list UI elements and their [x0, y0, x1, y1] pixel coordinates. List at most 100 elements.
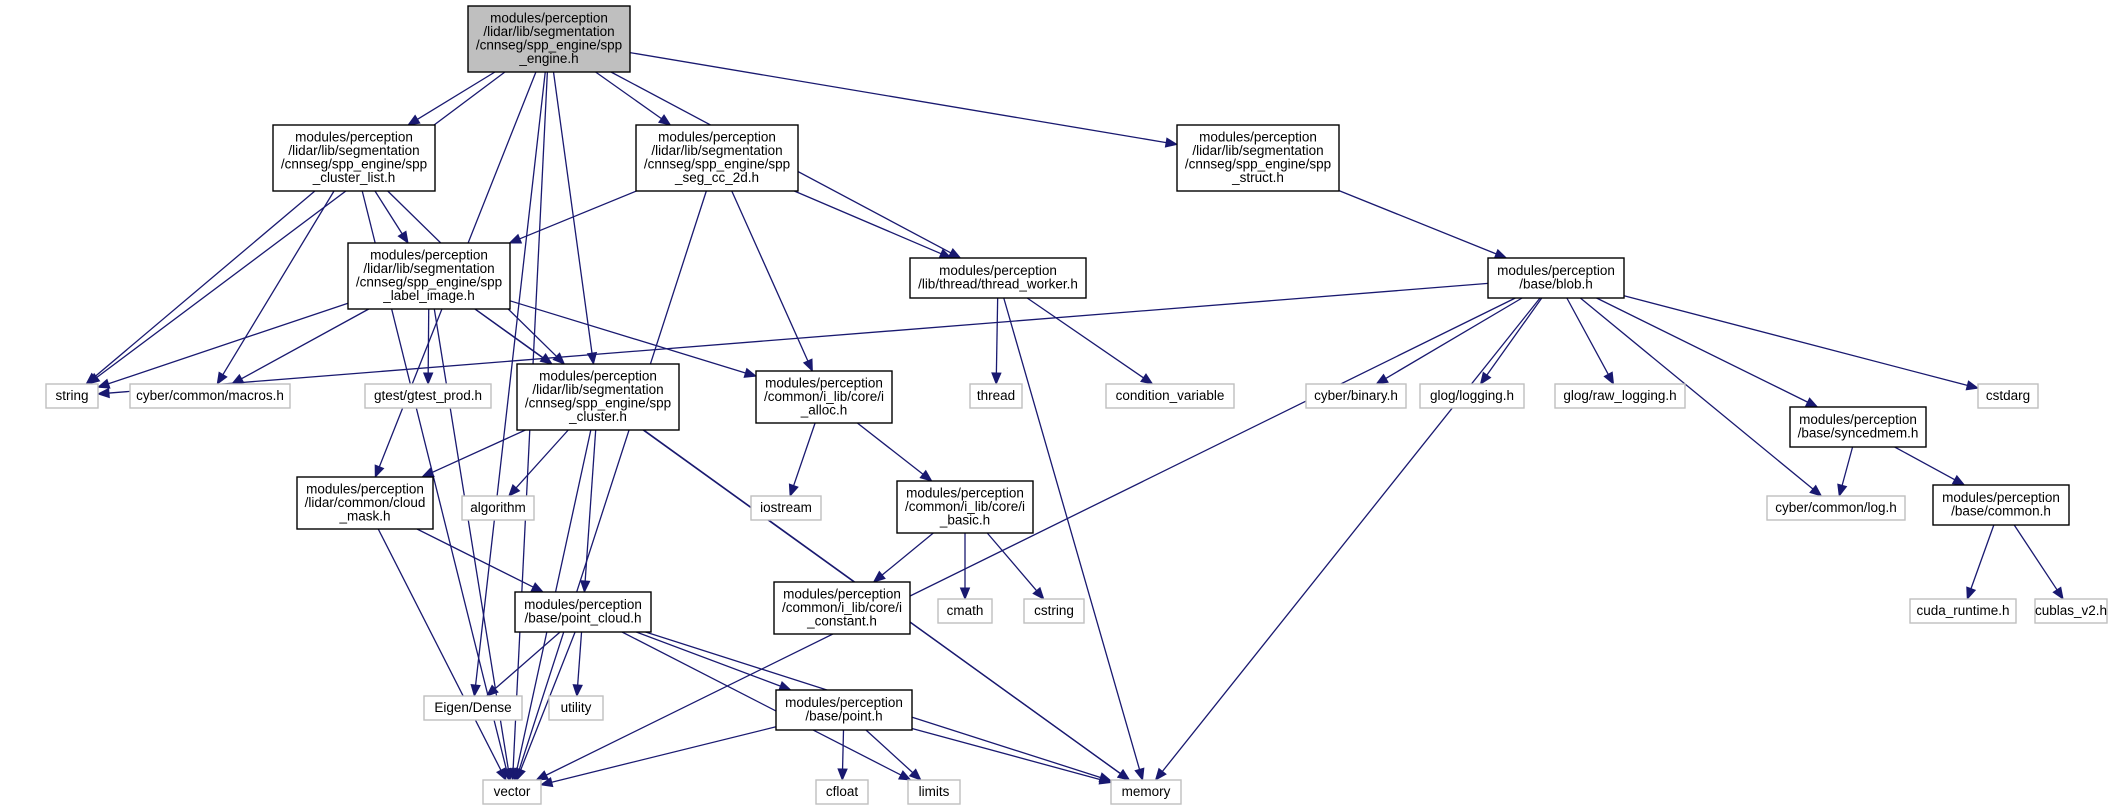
node-label-line: modules/perception: [370, 248, 488, 263]
node-i_constant[interactable]: modules/perception/common/i_lib/core/i_c…: [773, 581, 911, 635]
edge-syncedmem-to-cyber_log: [1837, 446, 1854, 498]
node-box: [909, 257, 1087, 299]
node-eigen_dense: Eigen/Dense: [423, 695, 523, 721]
edge-arrowhead: [657, 114, 672, 126]
node-label-line: algorithm: [470, 500, 526, 515]
edge-arrowhead: [1837, 483, 1848, 498]
edge-arrowhead: [1804, 397, 1819, 408]
edge-blob-to-glog_raw_logging: [1566, 297, 1615, 386]
node-label-line: /common/i_lib/core/i: [905, 499, 1025, 514]
node-spp_engine[interactable]: modules/perception/lidar/lib/segmentatio…: [467, 5, 631, 73]
edge-arrowhead: [579, 580, 591, 594]
edge-arrowhead: [1134, 767, 1145, 782]
edge-line: [1161, 297, 1541, 772]
node-label-line: /cnnseg/spp_engine/spp: [644, 157, 790, 172]
edge-blob-to-glog_logging: [1479, 297, 1543, 386]
node-box: [775, 689, 913, 731]
node-macros: cyber/common/macros.h: [129, 383, 291, 409]
node-label-line: cuda_runtime.h: [1916, 603, 2009, 618]
node-label-line: /cnnseg/spp_engine/spp: [356, 275, 502, 290]
edge-line: [222, 190, 335, 375]
node-i_basic[interactable]: modules/perception/common/i_lib/core/i_b…: [896, 480, 1034, 534]
node-box: [296, 476, 434, 530]
edge-line: [1841, 446, 1854, 486]
node-base_common[interactable]: modules/perception/base/common.h: [1932, 484, 2070, 526]
edge-line: [520, 631, 576, 771]
node-syncedmem[interactable]: modules/perception/base/syncedmem.h: [1789, 406, 1927, 448]
edge-arrowhead: [788, 483, 799, 498]
edge-arrowhead: [1603, 371, 1615, 386]
node-point[interactable]: modules/perception/base/point.h: [775, 689, 913, 731]
edge-blob-to-string: [96, 282, 1489, 399]
edge-spp_seg_cc_2d-to-vector: [514, 190, 707, 782]
edge-line: [2013, 524, 2058, 591]
edge-point_cloud-to-eigen_dense: [485, 631, 561, 697]
node-blob[interactable]: modules/perception/base/blob.h: [1487, 257, 1625, 299]
edge-line: [1338, 190, 1497, 255]
node-point_cloud[interactable]: modules/perception/base/point_cloud.h: [514, 591, 652, 633]
node-algorithm: algorithm: [461, 495, 535, 521]
edge-arrowhead: [1116, 769, 1131, 781]
edge-arrowhead: [897, 770, 912, 781]
edge-arrowhead: [530, 582, 545, 593]
node-spp_seg_cc_2d[interactable]: modules/perception/lidar/lib/segmentatio…: [635, 124, 799, 192]
edge-line: [551, 726, 777, 783]
node-glog_raw_logging: glog/raw_logging.h: [1554, 383, 1686, 409]
edge-line: [577, 631, 583, 686]
edge-arrowhead: [837, 768, 848, 782]
edge-line: [1003, 297, 1141, 770]
node-label-line: /base/common.h: [1951, 504, 2051, 519]
node-label-line: cublas_v2.h: [2035, 603, 2107, 618]
node-box: [969, 383, 1023, 409]
edge-line: [377, 528, 502, 771]
edge-arrowhead: [507, 483, 521, 497]
node-box: [635, 124, 799, 192]
node-label-line: _alloc.h: [800, 402, 848, 417]
edge-base_common-to-cuda_runtime: [1966, 524, 1995, 601]
node-thread_worker[interactable]: modules/perception/lib/thread/thread_wor…: [909, 257, 1087, 299]
node-label-line: _seg_cc_2d.h: [674, 170, 759, 185]
node-spp_struct[interactable]: modules/perception/lidar/lib/segmentatio…: [1176, 124, 1340, 192]
node-box: [755, 370, 893, 424]
edge-i_basic-to-i_constant: [872, 532, 934, 583]
edge-arrowhead: [1809, 484, 1823, 497]
node-box: [896, 480, 1034, 534]
edge-arrowhead: [508, 233, 523, 244]
node-label-line: modules/perception: [765, 375, 883, 390]
node-label-line: /base/syncedmem.h: [1798, 426, 1919, 441]
node-spp_label_image[interactable]: modules/perception/lidar/lib/segmentatio…: [347, 242, 511, 310]
node-label-line: condition_variable: [1116, 388, 1225, 403]
node-label-line: /lidar/lib/segmentation: [288, 143, 419, 158]
edge-arrowhead: [374, 464, 385, 479]
node-i_alloc[interactable]: modules/perception/common/i_lib/core/i_a…: [755, 370, 893, 424]
node-box: [1766, 495, 1906, 521]
node-label-line: cyber/binary.h: [1314, 388, 1398, 403]
node-box: [773, 581, 911, 635]
node-label-line: string: [55, 388, 88, 403]
edge-arrowhead: [1965, 380, 1980, 391]
edge-arrowhead: [872, 570, 886, 583]
node-vector: vector: [482, 779, 542, 805]
node-label-line: _struct.h: [1231, 170, 1284, 185]
node-spp_cluster_list[interactable]: modules/perception/lidar/lib/segmentatio…: [272, 124, 436, 192]
edge-arrowhead: [1966, 586, 1977, 601]
edge-point-to-cfloat: [837, 729, 848, 782]
edge-line: [865, 729, 914, 774]
node-cloud_mask[interactable]: modules/perception/lidar/common/cloud_ma…: [296, 476, 434, 530]
node-box: [45, 383, 99, 409]
node-label-line: modules/perception: [1497, 263, 1615, 278]
node-condition_variable: condition_variable: [1105, 383, 1235, 409]
node-spp_cluster[interactable]: modules/perception/lidar/lib/segmentatio…: [516, 363, 680, 431]
edge-line: [519, 190, 637, 240]
node-label-line: modules/perception: [1199, 130, 1317, 145]
edge-arrowhead: [96, 387, 110, 399]
edge-i_basic-to-cstring: [986, 532, 1045, 601]
edge-line: [856, 422, 924, 475]
edge-spp_cluster_list-to-spp_label_image: [374, 190, 409, 245]
edge-arrowhead: [397, 230, 409, 245]
edge-blob-to-memory: [1154, 297, 1541, 782]
node-label-line: /common/i_lib/core/i: [764, 389, 884, 404]
node-iostream: iostream: [750, 495, 822, 521]
node-label-line: /base/point_cloud.h: [524, 611, 641, 626]
edge-line: [108, 282, 1489, 394]
